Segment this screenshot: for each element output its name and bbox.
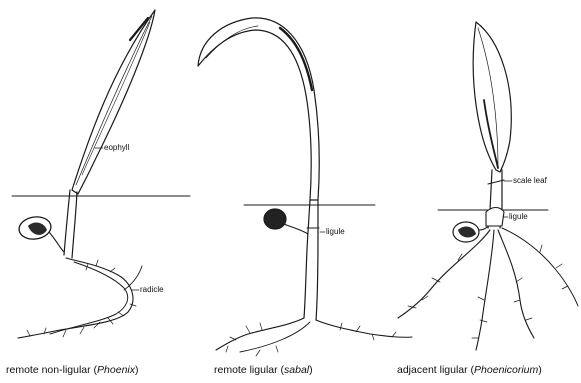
- sabal-seedling: [198, 18, 412, 356]
- caption-sabal-prefix: remote ligular (: [214, 364, 284, 376]
- caption-phoenicorium: adjacent ligular (Phoenicorium): [397, 364, 542, 376]
- label-ligule-phoenicorium: ligule: [509, 212, 528, 221]
- sabal-leaf: [198, 18, 319, 200]
- label-ligule-sabal: ligule: [326, 227, 345, 236]
- caption-phoenix: remote non-ligular (Phoenix): [6, 364, 139, 376]
- caption-sabal-suffix: ): [309, 364, 313, 376]
- label-radicle: radicle: [140, 285, 164, 294]
- caption-phoenicorium-genus: Phoenicorium: [474, 364, 538, 376]
- eophyll-blade: [72, 10, 155, 194]
- caption-phoenix-suffix: ): [135, 364, 139, 376]
- seed-2: [264, 209, 286, 229]
- phoenicorium-leaf: [473, 22, 511, 172]
- caption-phoenix-prefix: remote non-ligular (: [6, 364, 97, 376]
- label-eophyll: eophyll: [104, 143, 129, 152]
- caption-phoenicorium-suffix: ): [538, 364, 542, 376]
- caption-phoenicorium-prefix: adjacent ligular (: [397, 364, 474, 376]
- phoenicorium-seedling: [398, 22, 578, 350]
- caption-phoenix-genus: Phoenix: [97, 364, 135, 376]
- leader-lines: [95, 148, 512, 290]
- label-scale-leaf: scale leaf: [513, 176, 547, 185]
- caption-sabal: remote ligular (sabal): [214, 364, 313, 376]
- caption-sabal-genus: sabal: [284, 364, 309, 376]
